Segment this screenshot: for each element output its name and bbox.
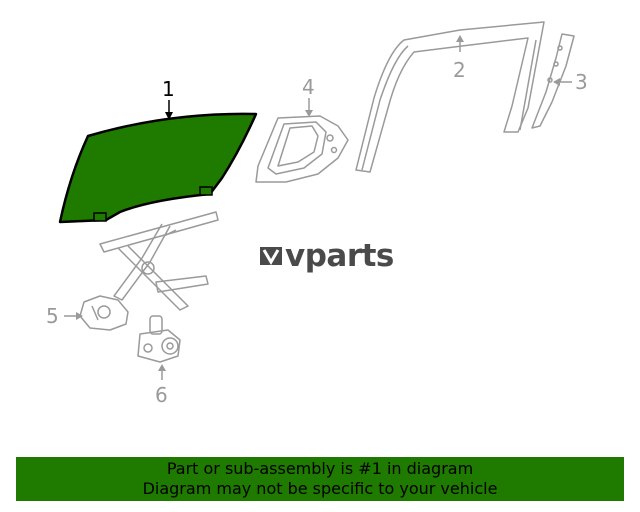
callout-3: 3 xyxy=(575,70,588,94)
part-4-quarter-window xyxy=(255,115,349,183)
callout-3-arrowhead xyxy=(553,78,560,86)
banner-line-2: Diagram may not be specific to your vehi… xyxy=(142,479,498,498)
callout-2-arrowhead xyxy=(456,35,464,42)
info-banner: Part or sub-assembly is #1 in diagram Di… xyxy=(16,457,624,501)
banner-line-1: Part or sub-assembly is #1 in diagram xyxy=(166,459,474,478)
callout-6: 6 xyxy=(155,383,168,407)
part-3-rear-channel xyxy=(531,33,575,129)
callout-4: 4 xyxy=(302,75,315,99)
callout-4-arrowhead xyxy=(305,110,313,117)
callout-2: 2 xyxy=(453,58,466,82)
callout-5-arrowhead xyxy=(76,312,83,320)
part-1-door-glass[interactable] xyxy=(58,112,258,224)
watermark-text: vparts xyxy=(285,238,394,274)
watermark: vparts xyxy=(260,236,394,276)
callout-1-arrowhead xyxy=(165,112,173,120)
callout-5: 5 xyxy=(46,304,59,328)
part-6-window-motor xyxy=(137,315,181,363)
part-5-regulator-bracket xyxy=(79,295,129,331)
callout-1: 1 xyxy=(162,77,175,101)
callout-6-arrowhead xyxy=(158,364,166,371)
window-regulator xyxy=(99,211,219,311)
parts-diagram: 1 4 2 3 5 xyxy=(46,21,588,407)
ev-logo-icon xyxy=(260,247,282,265)
part-2-run-channel xyxy=(355,21,545,173)
